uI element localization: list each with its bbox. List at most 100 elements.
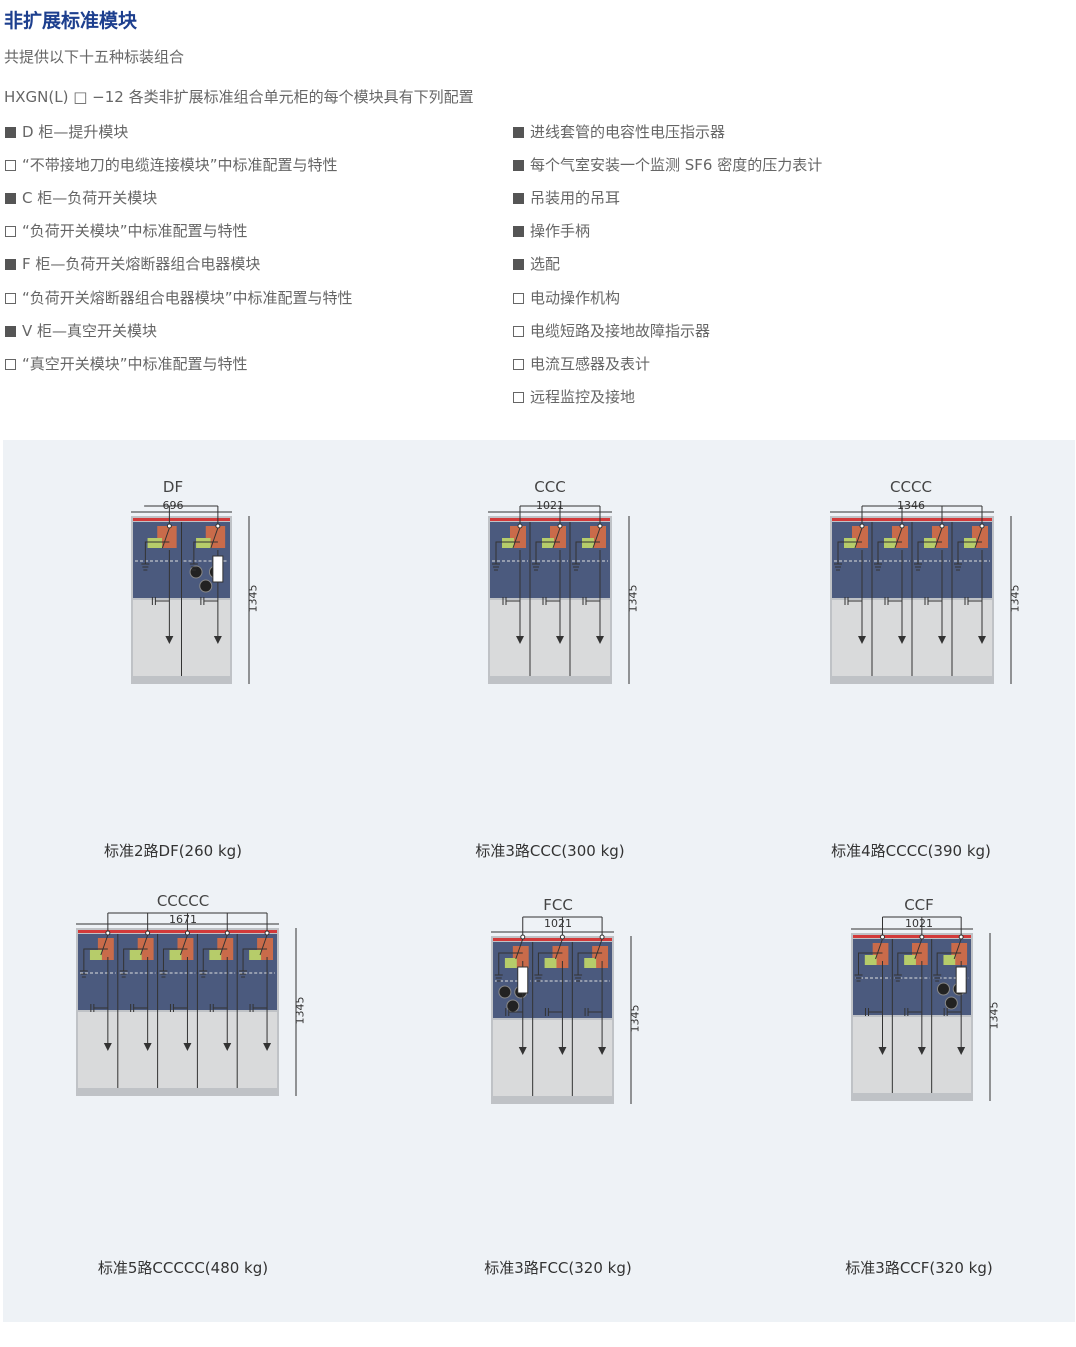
voltage-indicator-icon (964, 597, 982, 605)
arrow-down-icon (183, 1043, 192, 1051)
list-item: 远程监控及接地 (513, 386, 635, 407)
list-item-text: “负荷开关模块”中标准配置与特性 (22, 222, 248, 241)
empty-square-icon (513, 292, 524, 304)
height-dimension: 1345 (293, 996, 307, 1025)
indicator (884, 538, 896, 548)
switch-contact (979, 523, 985, 529)
switch-blade (515, 938, 524, 960)
list-item: 电缆短路及接地故障指示器 (513, 320, 710, 341)
switch-blade (210, 527, 219, 549)
unit-caption: 标准5路CCCCC(480 kg) (97, 1259, 269, 1277)
switch-blade (953, 938, 962, 960)
empty-square-icon (5, 226, 16, 238)
earth-switch-icon (239, 948, 268, 978)
indicator (582, 538, 594, 548)
list-item: “真空开关模块”中标准配置与特性 (5, 353, 248, 374)
switch-contact (145, 930, 151, 936)
list-item: 每个气室安装一个监测 SF6 密度的压力表计 (513, 154, 822, 175)
red-top-bar (493, 938, 612, 941)
indicator (502, 538, 514, 548)
arrow-down-icon (957, 1047, 966, 1055)
voltage-indicator-icon (130, 1004, 148, 1012)
cabinet-lower-panel (490, 600, 610, 676)
list-item-text: D 柜—提升模块 (22, 123, 129, 141)
cabinet-lower-panel (853, 1017, 971, 1093)
voltage-indicator-icon (844, 597, 862, 605)
unit-caption: 标准3路FCC(320 kg) (484, 1259, 632, 1277)
unit-name: CCF (904, 896, 934, 914)
empty-square-icon (513, 325, 524, 337)
earth-switch-icon (199, 948, 228, 978)
list-item-text: 远程监控及接地 (530, 387, 636, 406)
arrow-down-icon (556, 636, 564, 644)
switch-blade (854, 527, 863, 549)
arrow-down-icon (103, 1043, 112, 1051)
list-item-text: F 柜—负荷开关熔断器组合电器模块 (22, 255, 261, 274)
fuse-icon (517, 966, 529, 994)
empty-square-icon (5, 160, 16, 172)
switch-contact (939, 523, 945, 529)
filled-square-icon (5, 127, 16, 138)
switch-contact (880, 934, 885, 940)
arrow-down-icon (878, 1047, 887, 1055)
voltage-indicator-icon (200, 597, 218, 605)
earth-switch-icon (854, 952, 883, 982)
earth-switch-icon (79, 948, 108, 978)
switch-blade (894, 527, 903, 549)
list-item-text: “负荷开关熔断器组合电器模块”中标准配置与特性 (22, 288, 353, 307)
voltage-indicator-icon (544, 1008, 563, 1016)
earth-switch-icon (532, 541, 560, 571)
switch-blade (259, 934, 268, 956)
list-item: “负荷开关模块”中标准配置与特性 (5, 220, 248, 241)
arrow-down-icon (223, 1043, 232, 1051)
page-title: 非扩展标准模块 (4, 10, 138, 32)
fuse-knob (936, 982, 950, 996)
earth-switch-icon (492, 541, 520, 571)
list-item: 选配 (513, 253, 560, 274)
arrow-down-icon (598, 1047, 607, 1055)
voltage-indicator-icon (943, 1008, 962, 1016)
switch-blade (552, 527, 561, 549)
filled-square-icon (513, 259, 524, 271)
voltage-indicator-icon (209, 1004, 228, 1012)
unit-name: CCCC (890, 478, 932, 496)
list-item: C 柜—负荷开关模块 (5, 187, 157, 208)
arrow-down-icon (938, 636, 946, 644)
switch-contact (599, 934, 605, 940)
subtitle: 共提供以下十五种标装组合 (4, 48, 185, 66)
list-item: 电动操作机构 (513, 287, 620, 308)
arrow-down-icon (858, 636, 866, 644)
switch-blade (554, 938, 563, 960)
empty-square-icon (5, 358, 16, 370)
voltage-indicator-icon (90, 1004, 108, 1012)
unit-name: CCCCC (156, 892, 210, 910)
list-item-text: 操作手柄 (530, 222, 591, 241)
width-dimension: 1021 (536, 499, 564, 512)
width-dimension: 1021 (544, 917, 572, 930)
mimic-diagram (872, 943, 889, 965)
voltage-indicator-icon (169, 1004, 188, 1012)
switch-contact (166, 523, 172, 529)
switch-contact (958, 934, 964, 940)
unit-name: CCC (534, 478, 566, 496)
indicator (147, 538, 163, 548)
switch-blade (592, 527, 601, 549)
earth-switch-icon (834, 541, 862, 571)
list-item: “不带接地刀的电缆连接模块”中标准配置与特性 (5, 154, 338, 175)
voltage-indicator-icon (884, 597, 902, 605)
empty-square-icon (513, 391, 524, 403)
list-item-text: 吊装用的吊耳 (530, 189, 621, 208)
voltage-indicator-icon (151, 597, 170, 605)
indicator (542, 538, 554, 548)
switch-contact (264, 930, 270, 936)
indicator (964, 538, 976, 548)
list-item-text: “不带接地刀的电缆连接模块”中标准配置与特性 (22, 156, 338, 175)
indicator (544, 958, 557, 968)
list-item: 电流互感器及表计 (513, 353, 650, 374)
switch-blade (914, 938, 923, 960)
voltage-indicator-icon (865, 1008, 883, 1016)
switch-blade (974, 527, 983, 549)
empty-square-icon (513, 358, 524, 370)
indicator (864, 955, 877, 965)
